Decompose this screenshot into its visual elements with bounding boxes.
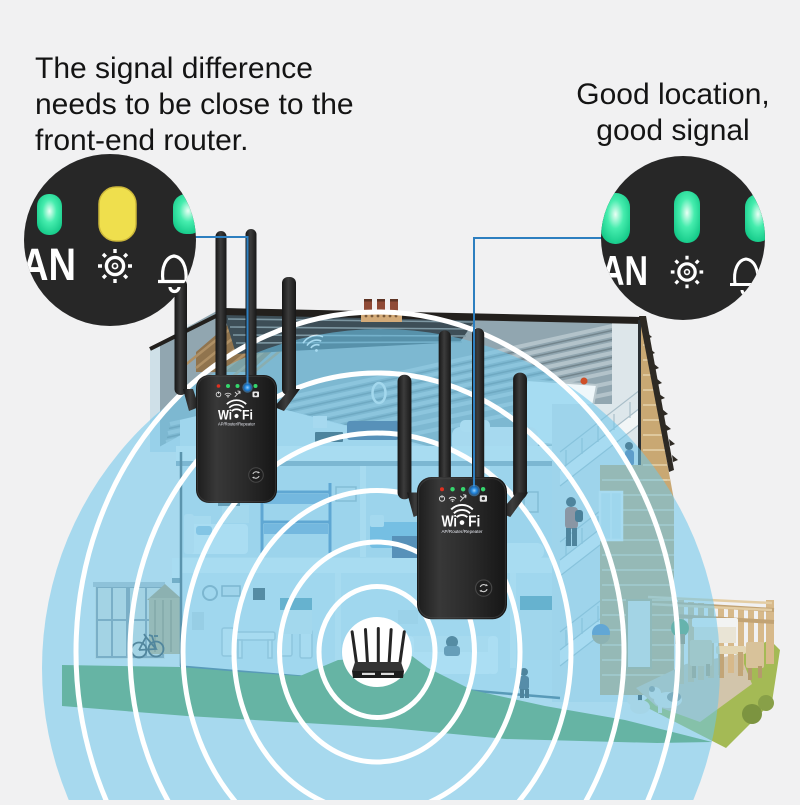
svg-text:The signal difference: The signal difference: [35, 52, 313, 85]
svg-text:AP/Router/Repeater: AP/Router/Repeater: [218, 422, 256, 427]
svg-text:good signal: good signal: [596, 114, 749, 147]
svg-text:needs to be close to the: needs to be close to the: [35, 88, 354, 121]
svg-text:AP/Router/Repeater: AP/Router/Repeater: [441, 529, 482, 535]
svg-text:Good location,: Good location,: [576, 78, 769, 111]
svg-text:Wi: Wi: [441, 513, 457, 530]
svg-text:Fi: Fi: [242, 407, 253, 423]
svg-text:Wi: Wi: [218, 407, 232, 423]
svg-text:front-end router.: front-end router.: [35, 124, 248, 157]
svg-text:Fi: Fi: [468, 513, 480, 530]
